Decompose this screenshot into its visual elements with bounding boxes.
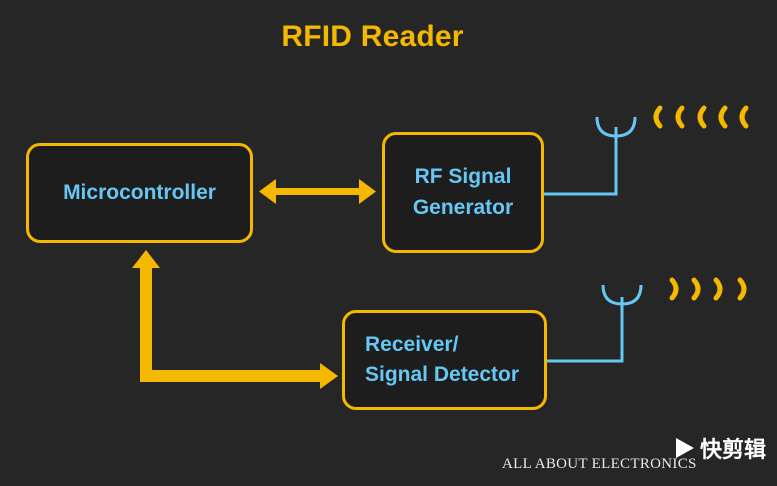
receiver-label-line1: Receiver/ bbox=[365, 332, 459, 356]
diagram-title: RFID Reader bbox=[281, 20, 464, 53]
rf-generator-label-line1: RF Signal bbox=[414, 165, 512, 189]
transmit-waves bbox=[653, 105, 749, 129]
receiver-label-line2: Signal Detector bbox=[365, 363, 520, 386]
watermark: 快剪辑 bbox=[676, 432, 766, 464]
bidirectional-arrow bbox=[259, 179, 376, 204]
credit-text: ALL ABOUT ELECTRONICS bbox=[502, 456, 697, 472]
watermark-text: 快剪辑 bbox=[700, 437, 767, 462]
receiver-signal-detector-block: Receiver/ Signal Detector bbox=[342, 310, 547, 410]
microcontroller-block: Microcontroller bbox=[26, 143, 253, 243]
rf-signal-generator-block: RF Signal Generator bbox=[382, 132, 544, 253]
receive-waves bbox=[669, 277, 747, 301]
receive-antenna bbox=[547, 284, 643, 363]
rf-generator-label-line2: Generator bbox=[412, 195, 514, 219]
microcontroller-label: Microcontroller bbox=[63, 180, 216, 204]
transmit-antenna bbox=[544, 116, 637, 196]
feedback-arrow bbox=[132, 250, 338, 389]
play-icon bbox=[676, 438, 694, 458]
